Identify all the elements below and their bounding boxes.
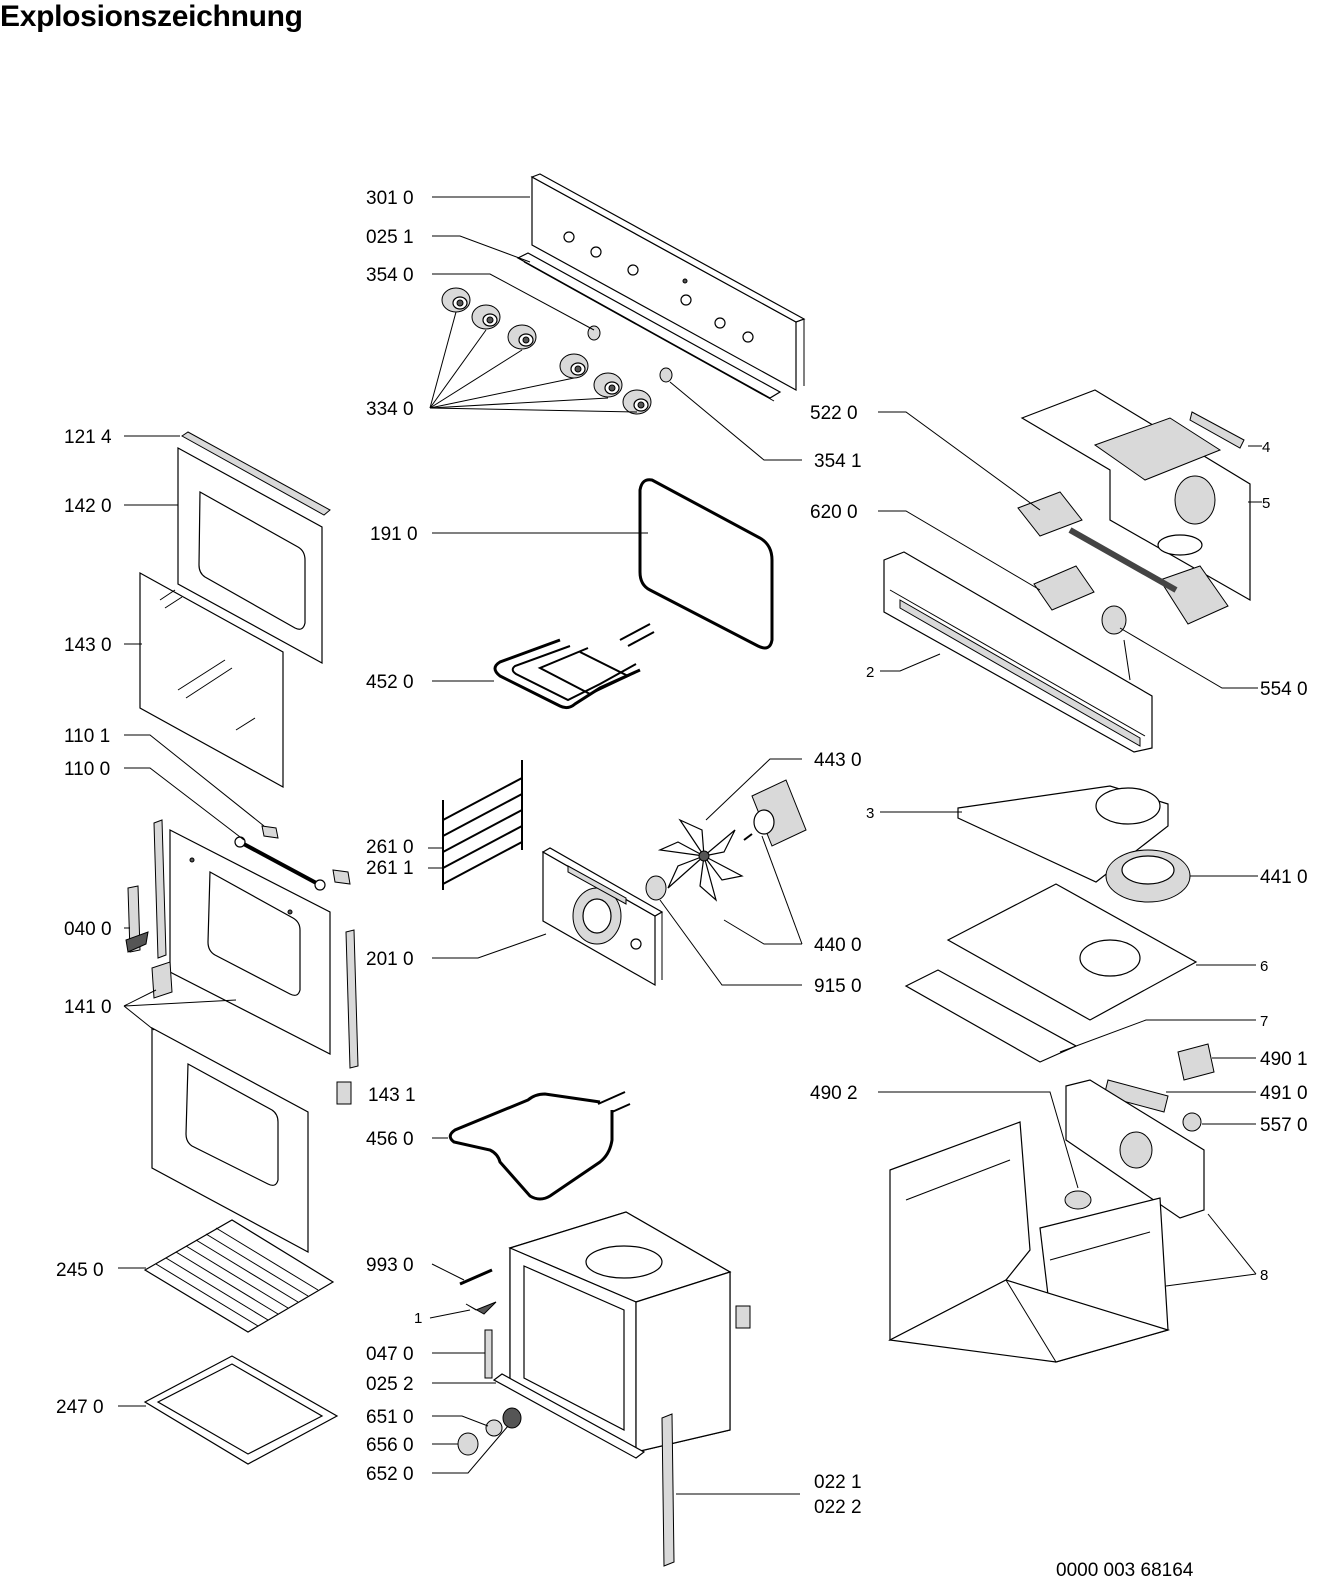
- part-door-clip: [151, 961, 173, 999]
- label-1430: 143 0: [64, 635, 112, 656]
- label-0252: 025 2: [366, 1374, 414, 1395]
- label-3340: 334 0: [366, 399, 414, 420]
- label-4400: 440 0: [814, 935, 862, 956]
- leader-lines: [118, 196, 1262, 1495]
- label-1431: 143 1: [368, 1085, 416, 1106]
- part-trim-strip: [516, 252, 782, 402]
- document-number: 0000 003 68164: [1056, 1560, 1194, 1581]
- label-3010: 301 0: [366, 188, 414, 209]
- part-fan-blade: [657, 818, 744, 902]
- part-vertical-rail: [661, 1413, 675, 1567]
- label-3: 3: [866, 805, 874, 822]
- part-cooling-motor: [1101, 605, 1131, 681]
- part-bottom-trim-strip: [492, 1373, 646, 1459]
- part-terminal-block: [1033, 565, 1095, 611]
- label-0251: 025 1: [366, 227, 414, 248]
- label-4430: 443 0: [814, 750, 862, 771]
- label-5540: 554 0: [1260, 679, 1308, 700]
- part-labels: 301 0 025 1 354 0 334 0 354 1 121 4 142 …: [56, 188, 1308, 1518]
- label-4902: 490 2: [810, 1083, 858, 1104]
- part-clip-1: [465, 1301, 497, 1315]
- part-top-cover-assembly: [1020, 389, 1251, 602]
- part-grommet-4902: [1064, 1190, 1092, 1210]
- label-8: 8: [1260, 1267, 1268, 1284]
- part-top-heating-element: [493, 623, 655, 710]
- part-middle-plate: [946, 883, 1198, 1021]
- part-thermostat: [1182, 1112, 1202, 1132]
- label-6510: 651 0: [366, 1407, 414, 1428]
- label-4901: 490 1: [1260, 1049, 1308, 1070]
- part-knobs: [441, 287, 652, 415]
- label-0221: 022 1: [814, 1472, 862, 1493]
- label-1214: 121 4: [64, 427, 112, 448]
- label-0222: 022 2: [814, 1497, 862, 1518]
- part-door-inner-frame: [177, 446, 323, 665]
- runner-left: [442, 760, 523, 890]
- label-1420: 142 0: [64, 496, 112, 517]
- part-small-clip: [336, 1081, 352, 1105]
- label-2450: 245 0: [56, 1260, 104, 1281]
- label-4410: 441 0: [1260, 867, 1308, 888]
- part-hinge: [125, 885, 149, 953]
- page-title: Explosionszeichnung: [0, 0, 303, 33]
- part-lamp: [645, 875, 667, 901]
- part-front-frame-profile: [883, 551, 1153, 753]
- label-5: 5: [1262, 495, 1270, 512]
- label-2611: 261 1: [366, 858, 414, 879]
- part-grommets: [587, 325, 673, 383]
- label-2470: 247 0: [56, 1397, 104, 1418]
- label-5570: 557 0: [1260, 1115, 1308, 1136]
- label-2610: 261 0: [366, 837, 414, 858]
- part-door-outer-panel: [169, 829, 331, 1055]
- label-5220: 522 0: [810, 403, 858, 424]
- part-oven-gasket: [638, 478, 774, 650]
- part-oven-cavity: [508, 1211, 751, 1454]
- label-4: 4: [1262, 439, 1270, 456]
- part-fan-cover: [541, 847, 664, 987]
- label-2: 2: [866, 664, 874, 681]
- label-3540: 354 0: [366, 265, 414, 286]
- label-1910: 191 0: [370, 524, 418, 545]
- label-4560: 456 0: [366, 1129, 414, 1150]
- part-switch-block: [1017, 491, 1229, 625]
- label-0400: 040 0: [64, 919, 112, 940]
- part-lamp-holder: [1177, 1043, 1215, 1081]
- label-6: 6: [1260, 958, 1268, 975]
- part-wire-shelf: [143, 1219, 335, 1333]
- label-9930: 993 0: [366, 1255, 414, 1276]
- label-2010: 201 0: [366, 949, 414, 970]
- label-3541: 354 1: [814, 451, 862, 472]
- label-1100: 110 0: [64, 759, 110, 780]
- part-cooling-fan: [1105, 849, 1191, 903]
- part-shelf-runners: [442, 760, 523, 890]
- part-door-top-profile: [181, 431, 331, 516]
- label-9150: 915 0: [814, 976, 862, 997]
- part-housing-frame: [888, 1079, 1205, 1363]
- label-1: 1: [414, 1310, 422, 1327]
- part-top-plate: [957, 785, 1169, 883]
- part-screw: [459, 1268, 493, 1286]
- part-door-lower-panel: [151, 1026, 309, 1254]
- part-door-side-rails: [153, 819, 359, 1069]
- part-baking-tray: [143, 1355, 339, 1465]
- part-door-handle-and-hinge-pieces: [234, 825, 351, 891]
- label-6560: 656 0: [366, 1435, 414, 1456]
- label-6520: 652 0: [366, 1464, 414, 1485]
- label-1101: 110 1: [64, 726, 110, 747]
- label-0470: 047 0: [366, 1344, 414, 1365]
- label-4520: 452 0: [366, 672, 414, 693]
- part-lower-heating-element: [448, 1091, 631, 1201]
- label-1410: 141 0: [64, 997, 112, 1018]
- part-strip-0470: [484, 1329, 493, 1379]
- part-door-glass: [139, 571, 284, 789]
- part-fan-motor: [743, 779, 807, 847]
- part-control-panel: [530, 173, 806, 392]
- label-4910: 491 0: [1260, 1083, 1308, 1104]
- label-6200: 620 0: [810, 502, 858, 523]
- label-7: 7: [1260, 1013, 1268, 1030]
